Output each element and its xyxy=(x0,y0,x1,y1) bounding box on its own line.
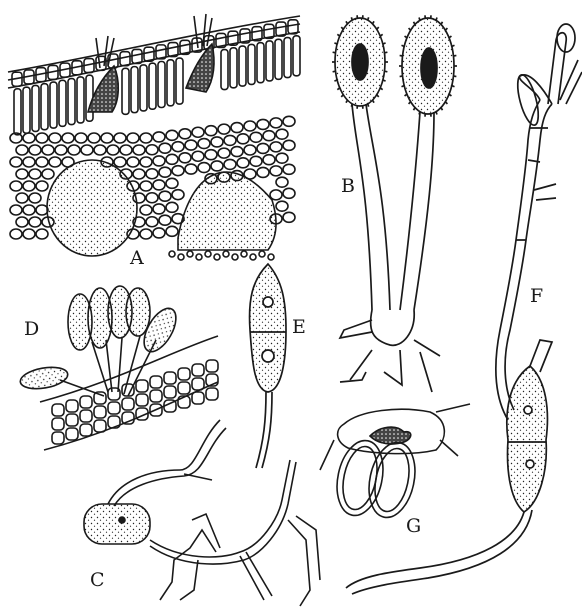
panel-d-cluster xyxy=(19,286,218,450)
spore-b2-nucleus xyxy=(421,48,437,88)
pustule-right xyxy=(178,172,276,250)
spore-c xyxy=(84,504,150,544)
spore-f xyxy=(507,366,548,512)
label-b: B xyxy=(341,175,355,197)
label-g: G xyxy=(406,515,421,537)
panel-e-spore xyxy=(250,264,286,468)
panel-g-spore-pair xyxy=(320,404,470,522)
panel-a-leaf-section xyxy=(8,14,300,260)
label-c: C xyxy=(90,569,105,591)
label-d: D xyxy=(24,318,39,340)
spore-b1-nucleus xyxy=(352,44,368,80)
panel-c-germination xyxy=(84,420,320,606)
host-cells xyxy=(52,360,218,444)
spore-e xyxy=(250,264,286,392)
label-e: E xyxy=(292,316,306,338)
spore-d6 xyxy=(19,364,70,392)
panel-b-teleutospores xyxy=(332,15,457,392)
label-f: F xyxy=(530,285,543,307)
pustule-left xyxy=(47,160,137,256)
basal-dots xyxy=(169,251,274,260)
label-a: A xyxy=(129,247,144,269)
